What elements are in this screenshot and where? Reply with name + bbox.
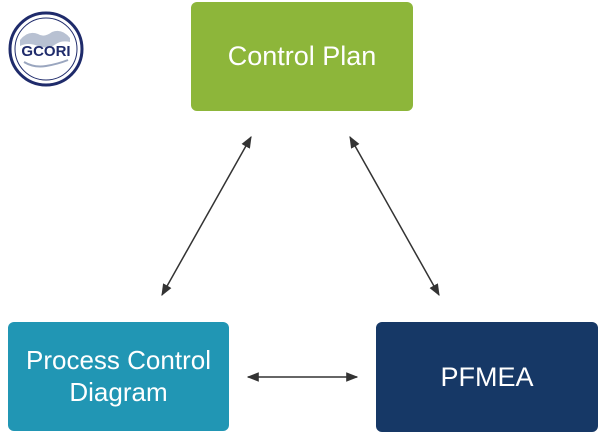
process-control-diagram-label-line-1: Process Control xyxy=(26,344,211,375)
arrow-control-plan-to-pfmea xyxy=(349,135,440,297)
gcori-logo: GCORI xyxy=(8,11,84,87)
control-plan-label: Control Plan xyxy=(227,41,377,72)
pfmea-label: PFMEA xyxy=(440,361,534,392)
pfmea-box: PFMEA xyxy=(376,322,598,432)
logo-inner-ring xyxy=(14,17,78,81)
arrow-control-plan-to-process-diagram xyxy=(161,135,252,297)
logo-ring xyxy=(8,11,84,87)
process-control-diagram-label: Process Control Diagram xyxy=(26,345,211,408)
logo-map-arc xyxy=(23,59,69,68)
process-control-diagram-box: Process Control Diagram xyxy=(8,322,229,431)
process-control-diagram-label-line-2: Diagram xyxy=(69,376,168,407)
logo-text: GCORI xyxy=(21,43,70,60)
logo-world-map xyxy=(20,30,70,48)
control-plan-box: Control Plan xyxy=(191,2,413,111)
